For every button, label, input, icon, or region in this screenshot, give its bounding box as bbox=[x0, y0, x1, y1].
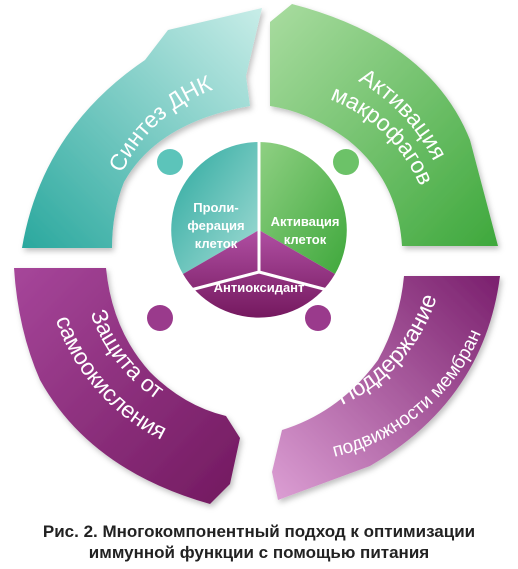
segment-membrane-mobility bbox=[272, 276, 500, 500]
caption-line-1: Рис. 2. Многокомпонентный подход к оптим… bbox=[42, 522, 476, 541]
label-cell-activation-2: клеток bbox=[284, 232, 327, 247]
segment-self-oxidation-protection bbox=[14, 268, 240, 504]
inner-segment-antioxidant bbox=[183, 230, 335, 318]
label-proliferation-1: Проли- bbox=[193, 200, 238, 215]
label-antioxidant: Антиоксидант bbox=[214, 280, 305, 295]
segment-macrophage-activation bbox=[270, 4, 498, 246]
caption-line-2: иммунной функции с помощью питания bbox=[88, 543, 430, 562]
inner-segment-cell-activation bbox=[259, 142, 347, 274]
immune-cycle-diagram: Синтез ДНК Активация макрофагов Поддержа… bbox=[14, 4, 500, 504]
puzzle-connectors bbox=[147, 149, 359, 331]
label-proliferation-2: ферация bbox=[187, 218, 244, 233]
inner-segment-proliferation bbox=[171, 142, 259, 274]
label-proliferation-3: клеток bbox=[195, 236, 238, 251]
segment-dna-synthesis bbox=[22, 8, 262, 248]
label-cell-activation-1: Активация bbox=[271, 214, 340, 229]
inner-circle bbox=[171, 142, 347, 318]
